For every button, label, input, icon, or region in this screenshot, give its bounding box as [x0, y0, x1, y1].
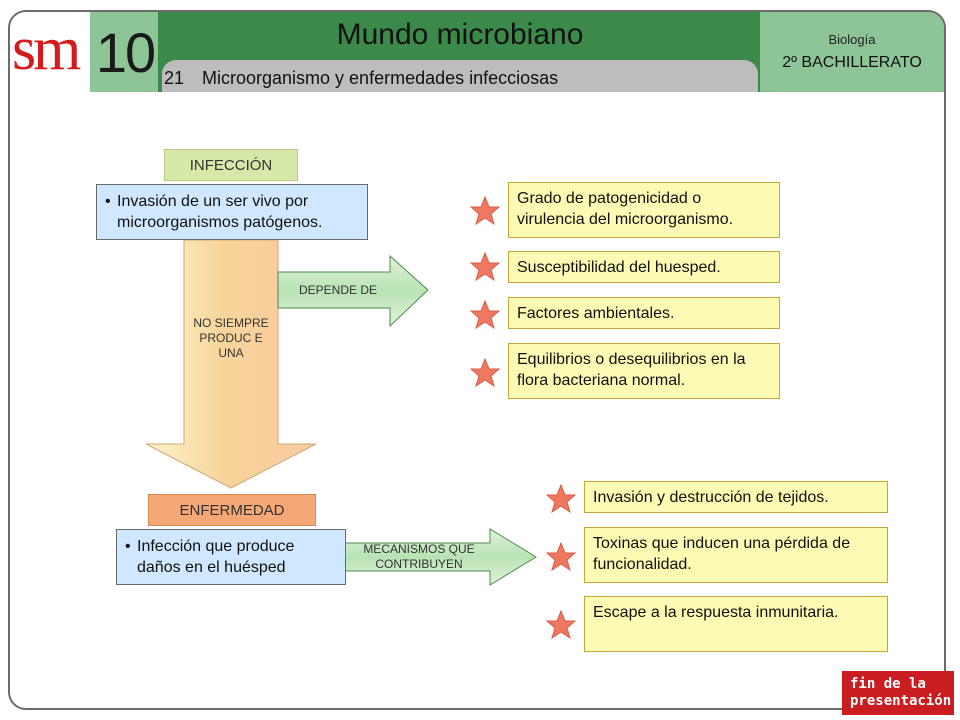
- factor-item: Factores ambientales.: [508, 297, 780, 329]
- infection-definition: Invasión de un ser vivo por microorganis…: [96, 184, 368, 240]
- lesson-number: 21: [164, 68, 185, 88]
- star-icon: [546, 610, 576, 640]
- publisher-logo: sm: [12, 15, 81, 83]
- unit-number-box: [90, 12, 158, 92]
- end-presentation-button[interactable]: fin de la presentación: [842, 671, 954, 715]
- down-arrow-label: NO SIEMPRE PRODUC E UNA: [193, 316, 269, 360]
- star-icon: [470, 358, 500, 388]
- logo-area: [10, 12, 90, 92]
- mechanisms-label: MECANISMOS QUE CONTRIBUYEN: [363, 542, 475, 571]
- star-icon: [470, 300, 500, 330]
- course-box: [760, 12, 944, 92]
- disease-definition: Infección que produce daños en el huéspe…: [116, 529, 346, 585]
- end-button-line1: fin de la: [850, 676, 926, 692]
- mechanism-item: Invasión y destrucción de tejidos.: [584, 481, 888, 513]
- star-icon: [470, 196, 500, 226]
- mechanism-item: Toxinas que inducen una pérdida de funci…: [584, 527, 888, 583]
- end-button-line2: presentación: [850, 693, 952, 709]
- slide-frame: [8, 10, 946, 710]
- mechanisms-arrow: [343, 528, 537, 586]
- star-icon: [470, 252, 500, 282]
- page-title: Mundo microbiano: [336, 18, 584, 51]
- mechanism-item: Escape a la respuesta inmunitaria.: [584, 596, 888, 652]
- depends-label: DEPENDE DE: [298, 283, 378, 297]
- course-level: 2º BACHILLERATO: [782, 54, 922, 71]
- course-subject: Biología: [828, 32, 876, 47]
- star-icon: [546, 484, 576, 514]
- lesson-title: Microorganismo y enfermedades infecciosa…: [202, 68, 559, 88]
- depends-arrow: [277, 254, 429, 328]
- factor-item: Equilibrios o desequilibrios en la flora…: [508, 343, 780, 399]
- factor-item: Grado de patogenicidad o virulencia del …: [508, 182, 780, 238]
- lesson-bar: [162, 60, 758, 92]
- unit-number: 10: [95, 21, 156, 84]
- factor-item: Susceptibilidad del huesped.: [508, 251, 780, 283]
- infection-label: INFECCIÓN: [164, 149, 298, 181]
- star-icon: [546, 542, 576, 572]
- disease-label: ENFERMEDAD: [148, 494, 316, 526]
